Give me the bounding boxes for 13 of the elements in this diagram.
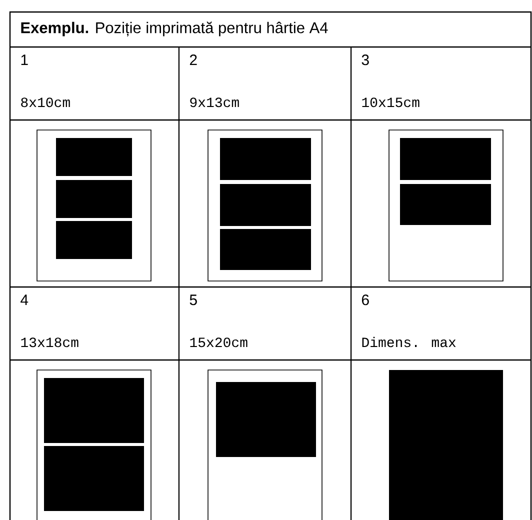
number-label: 4 [20, 294, 28, 305]
number-label: 6 [362, 294, 369, 306]
number-label: 2 [190, 54, 197, 65]
number-label: 5 [190, 294, 197, 306]
table-title: Exemplu. Poziție imprimată pentru hârtie A4 [21, 22, 328, 36]
size-label: 8x10cm [21, 98, 70, 108]
size-label: Dimens. max [362, 336, 456, 348]
size-label: 10x15cm [362, 98, 420, 108]
size-label: 9x13cm [190, 98, 239, 108]
size-label: 13x18cm [21, 338, 78, 348]
size-label: 15x20cm [190, 338, 248, 348]
number-label: 1 [21, 54, 28, 65]
number-label: 3 [362, 54, 369, 66]
